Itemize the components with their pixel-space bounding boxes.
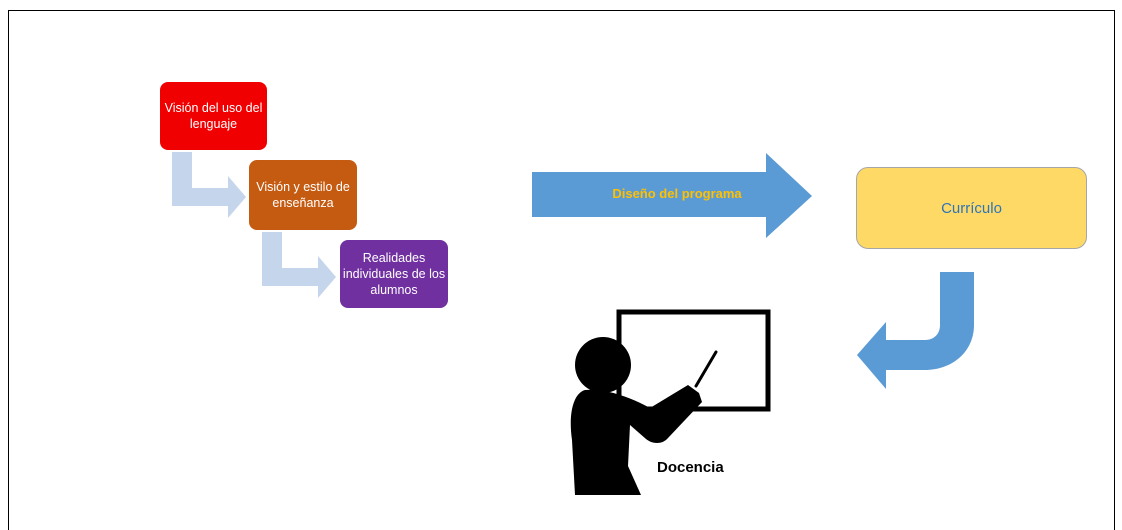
bent-arrow-icon xyxy=(172,152,246,218)
diagram-frame xyxy=(8,10,1115,530)
bent-arrow-icon xyxy=(262,232,336,298)
teacher-whiteboard-icon xyxy=(570,309,771,495)
step-student-realities: Realidades individuales de los alumnos xyxy=(340,240,448,308)
curriculum-box: Currículo xyxy=(856,167,1087,249)
teaching-label: Docencia xyxy=(657,459,724,476)
right-arrow-icon xyxy=(532,153,812,238)
u-turn-arrow-icon xyxy=(857,272,974,389)
program-design-label: Diseño del programa xyxy=(612,186,742,201)
diagram-canvas xyxy=(172,152,974,495)
step-language-vision: Visión del uso del lenguaje xyxy=(160,82,267,150)
curriculum-label: Currículo xyxy=(941,199,1002,217)
step-teaching-style: Visión y estilo de enseñanza xyxy=(249,160,357,230)
